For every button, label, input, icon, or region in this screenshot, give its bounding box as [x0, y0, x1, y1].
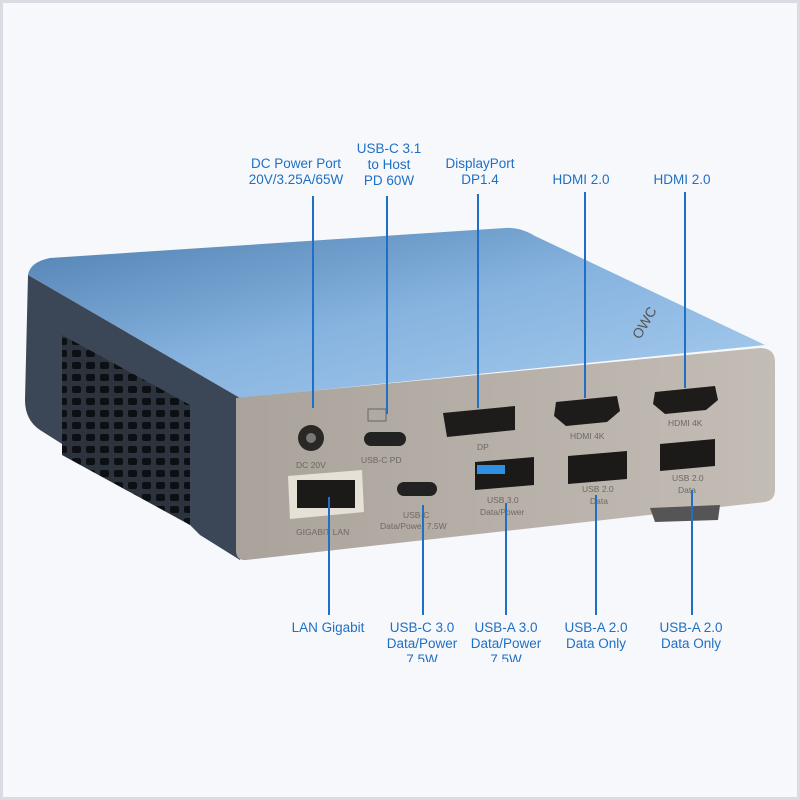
callout-hdmi-2: HDMI 2.0: [653, 172, 711, 187]
hdmi-port-1: [554, 396, 620, 426]
device-top: [28, 227, 765, 398]
dc-power-port: [298, 425, 324, 451]
device-side: [25, 275, 240, 560]
displayport-port: [443, 406, 515, 437]
callout-line: [312, 196, 314, 408]
port-label-usb3-2: Data/Power: [480, 507, 525, 517]
callout-line: [595, 495, 597, 615]
port-label-usb2b-2: Data: [678, 485, 696, 495]
port-label-hdmi-2: HDMI 4K: [668, 418, 703, 428]
callout-line: [328, 497, 330, 615]
port-label-dp: DP: [477, 442, 489, 452]
callout-line: [477, 194, 479, 408]
port-label-hdmi-1: HDMI 4K: [570, 431, 605, 441]
device-front: [236, 348, 775, 561]
callout-line: [386, 196, 388, 414]
port-label-lan: GIGABIT LAN: [296, 527, 349, 537]
usbc-pd-port: [364, 432, 406, 446]
callout-line: [691, 490, 693, 615]
port-label-usb3-1: USB 3.0: [487, 495, 519, 505]
port-label-usbc-2: Data/Power 7.5W: [380, 521, 447, 531]
laptop-icon: [367, 408, 387, 422]
callout-lan: LAN Gigabit: [291, 620, 365, 635]
port-label-usbc-pd: USB-C PD: [361, 455, 402, 465]
port-label-dc: DC 20V: [296, 460, 326, 470]
usbc-data-port: [397, 482, 437, 496]
usba2-port-1: [568, 451, 627, 484]
port-label-usb2a-1: USB 2.0: [582, 484, 614, 494]
callout-line: [505, 503, 507, 615]
port-label-usb2b-1: USB 2.0: [672, 473, 704, 483]
hdmi-port-2: [653, 386, 718, 414]
callout-line: [584, 192, 586, 398]
callout-line: [422, 505, 424, 615]
port-label-usb2a-2: Data: [590, 496, 608, 506]
usba2-port-2: [660, 439, 715, 471]
port-label-usbc-1: USB-C: [403, 510, 429, 520]
callout-line: [684, 192, 686, 388]
callout-hdmi-1: HDMI 2.0: [552, 172, 610, 187]
